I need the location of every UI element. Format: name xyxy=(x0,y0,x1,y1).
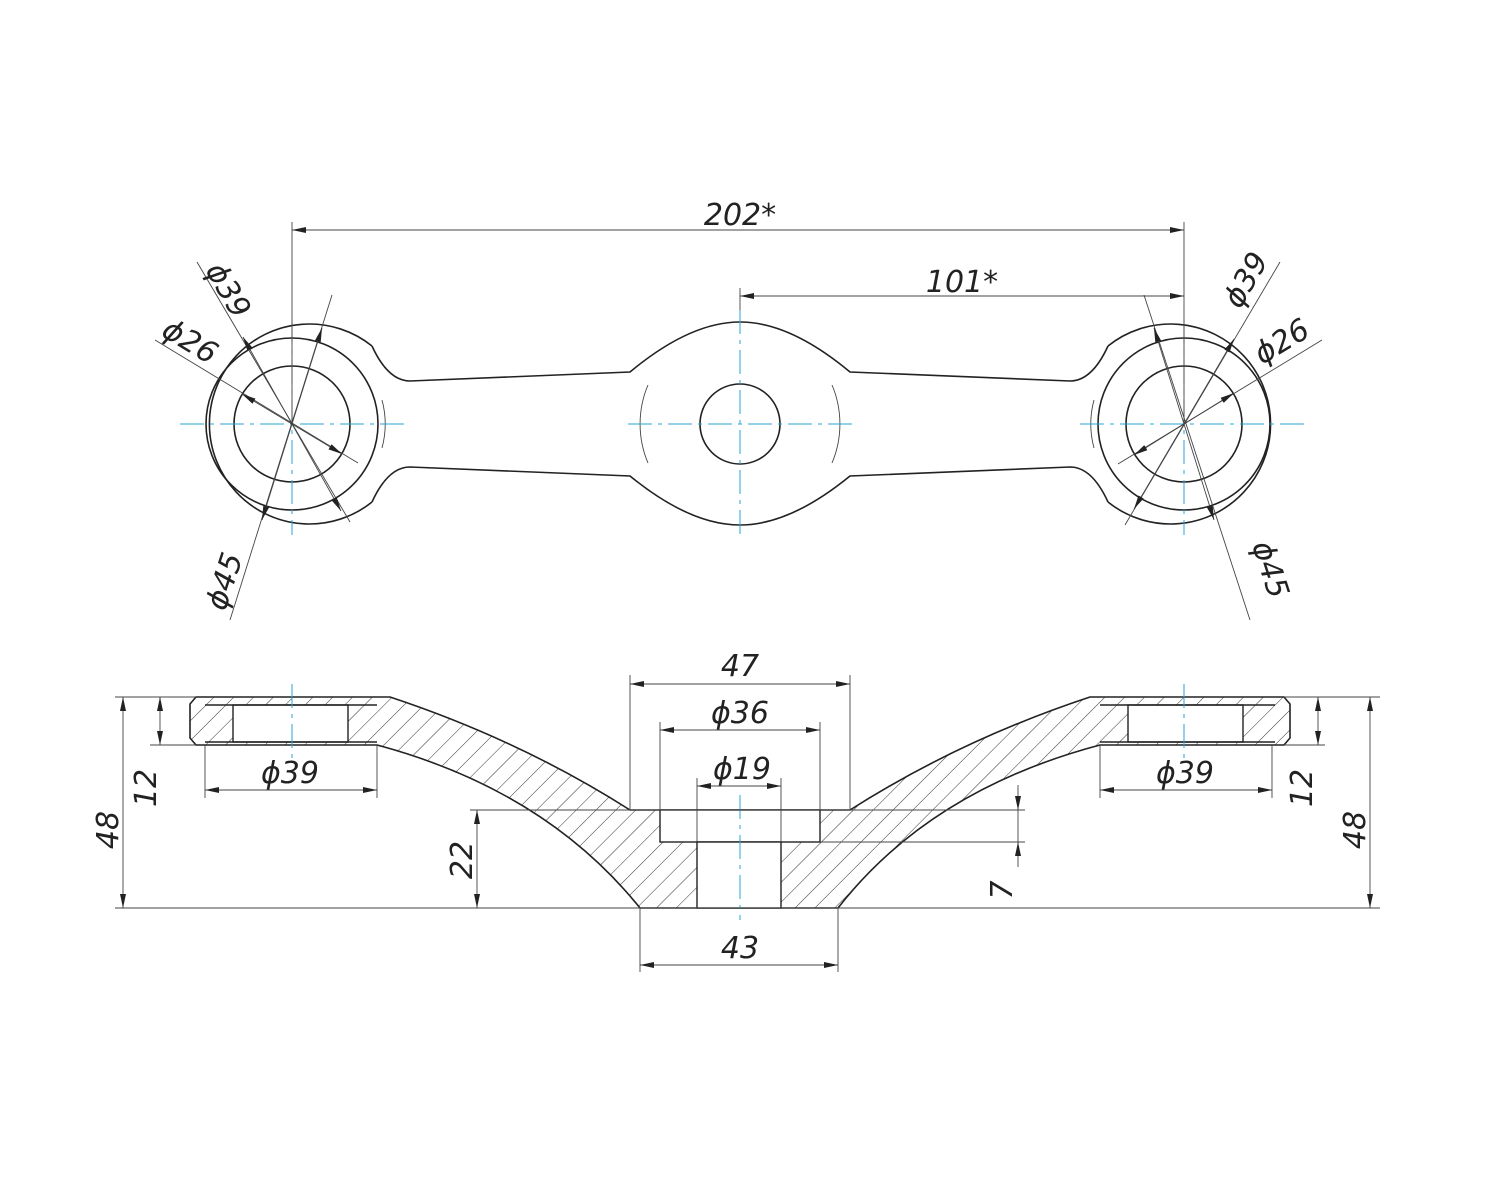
dim-right-total-height: 48 xyxy=(1338,811,1373,849)
top-view: 202* 101* ϕ39 ϕ26 ϕ45 ϕ39 ϕ26 ϕ45 xyxy=(154,198,1323,621)
left-dia-45: ϕ45 xyxy=(199,549,250,615)
dim-overall-length: 202* xyxy=(704,198,776,233)
right-dia-26: ϕ26 xyxy=(1248,312,1316,372)
dim-left-recess-dia: ϕ39 xyxy=(261,756,319,791)
dim-hub-height: 22 xyxy=(445,841,480,879)
dim-left-flange-height: 12 xyxy=(129,769,164,807)
right-dia-39: ϕ39 xyxy=(1217,246,1276,314)
dim-half-length: 101* xyxy=(926,265,998,300)
dim-bore-dia: ϕ19 xyxy=(713,752,771,787)
dim-counterbore-depth: 7 xyxy=(985,880,1020,899)
left-dia-26: ϕ26 xyxy=(156,312,224,372)
right-dia-45: ϕ45 xyxy=(1244,537,1295,603)
dim-hub-top-width: 47 xyxy=(721,649,759,684)
dim-left-total-height: 48 xyxy=(91,811,126,849)
dim-right-recess-dia: ϕ39 xyxy=(1156,756,1214,791)
dim-hub-base-width: 43 xyxy=(721,931,759,966)
centerlines xyxy=(180,310,1308,538)
left-dia-39: ϕ39 xyxy=(198,257,257,325)
dim-counterbore-dia: ϕ36 xyxy=(711,696,769,731)
section-view: 47 ϕ36 ϕ19 ϕ39 ϕ39 43 48 12 22 7 12 48 xyxy=(91,649,1380,972)
dim-right-flange-height: 12 xyxy=(1285,769,1320,807)
